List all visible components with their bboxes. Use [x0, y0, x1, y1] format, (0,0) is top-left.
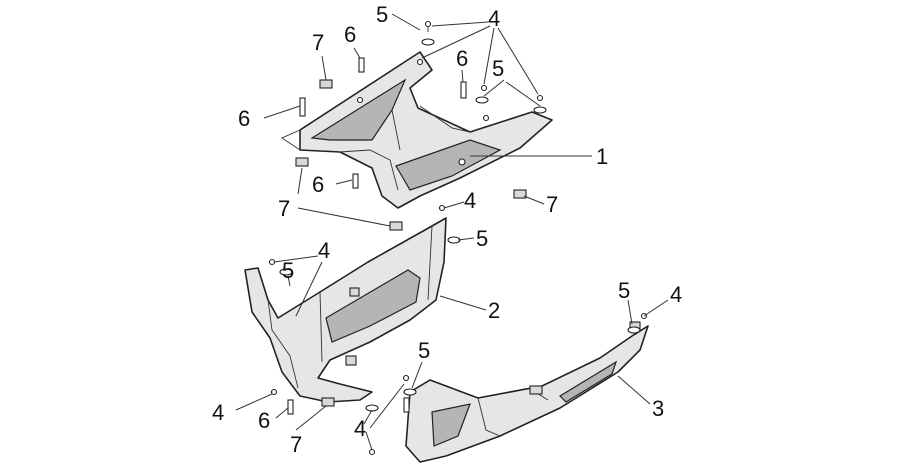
callout-4-lower-right: 4: [670, 282, 682, 307]
part-3-lower-skirt: [405, 321, 649, 463]
callout-3: 3: [652, 396, 664, 421]
callout-7-top: 7: [312, 30, 324, 55]
callout-4-bottom-left: 4: [212, 400, 224, 425]
part-2-side-cover: [244, 217, 447, 403]
callout-4-mid: 4: [464, 188, 476, 213]
callout-labels: 5 4 7 6 6 5 6 1 6 7 7 4 5 4 5 2 5 4 3 5 …: [212, 2, 682, 457]
part-1-floor-panel: [281, 51, 553, 209]
fasteners: [268, 20, 648, 456]
callout-1: 1: [596, 144, 608, 169]
callout-6-mid: 6: [456, 46, 468, 71]
callout-5-left: 5: [282, 258, 294, 283]
callout-5-bottom: 5: [418, 338, 430, 363]
callout-5-top: 5: [376, 2, 388, 27]
callout-6-top: 6: [344, 22, 356, 47]
callout-4-top: 4: [488, 6, 500, 31]
callout-5-mid: 5: [476, 226, 488, 251]
callout-7-left: 7: [278, 196, 290, 221]
callout-5-right: 5: [492, 56, 504, 81]
callout-7-bottom: 7: [290, 432, 302, 457]
callout-2: 2: [488, 298, 500, 323]
callout-4-bottom: 4: [354, 416, 366, 441]
callout-6-left: 6: [238, 106, 250, 131]
callout-7-right: 7: [546, 192, 558, 217]
leader-lines: [235, 13, 669, 451]
callout-6-bottom: 6: [258, 408, 270, 433]
callout-6-center: 6: [312, 172, 324, 197]
callout-5-lower-right: 5: [618, 278, 630, 303]
callout-4-left: 4: [318, 238, 330, 263]
